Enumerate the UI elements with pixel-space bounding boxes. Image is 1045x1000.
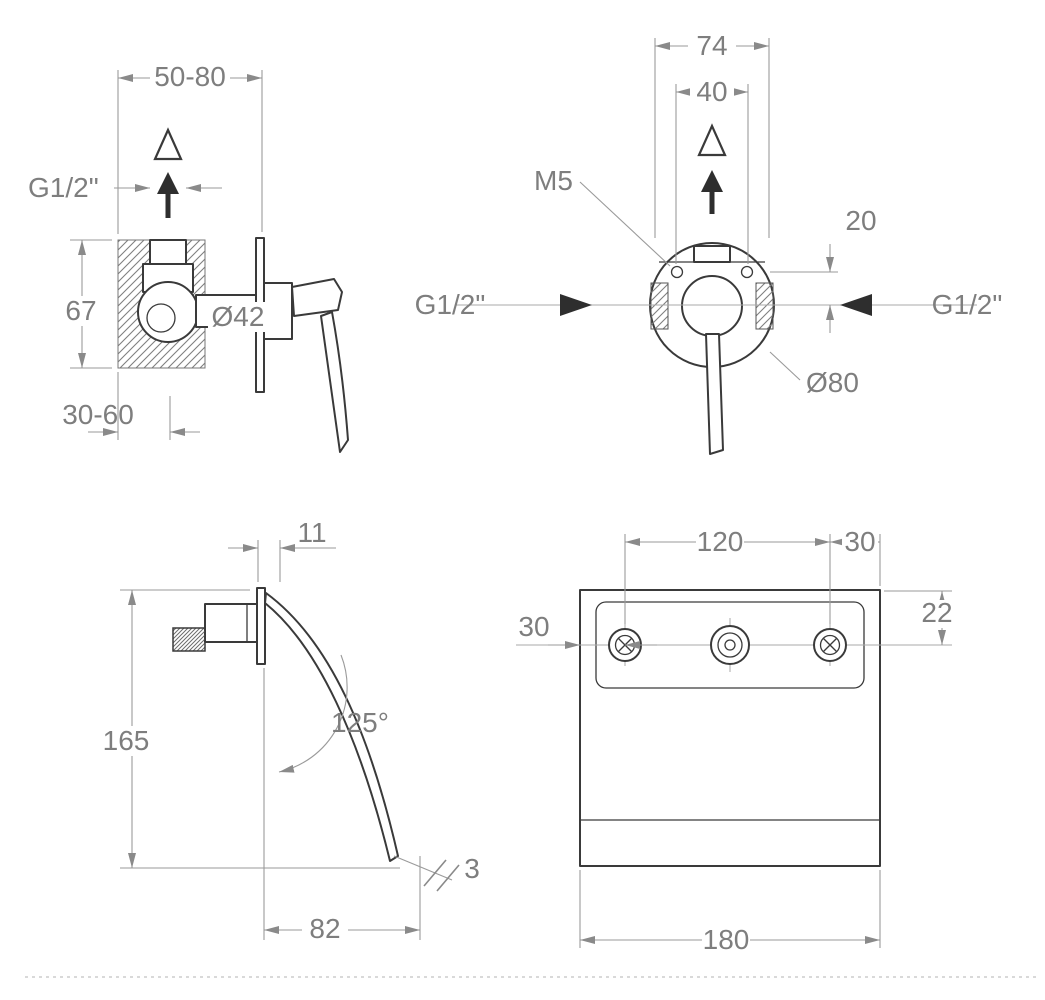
handle-lever xyxy=(320,311,349,453)
valve-front-drawing xyxy=(455,242,977,455)
outlet-direction-arrow-icon xyxy=(153,127,183,161)
dim-spout-reach: 82 xyxy=(309,913,340,944)
handle-grip xyxy=(291,278,343,317)
handle-lever-front xyxy=(705,333,724,455)
dim-hole-spacing: 120 xyxy=(697,526,744,557)
screw-hole-right xyxy=(813,628,847,662)
dim-screw-spacing: 40 xyxy=(696,76,727,107)
mounting-lug-right xyxy=(755,282,774,330)
dim-plate-projection: 11 xyxy=(297,517,326,548)
screw-hole-right xyxy=(740,265,754,279)
dim-top-offset: 22 xyxy=(921,597,952,628)
dim-screw-thread-label: M5 xyxy=(534,165,573,196)
view-valve-side-section: 50-80 G1/2" 67 Ø42 30-60 xyxy=(28,61,349,453)
dim-tip-thickness: 3 xyxy=(464,853,480,884)
flow-direction-icons-right xyxy=(560,123,872,316)
inlet-arrow-right-icon xyxy=(840,294,872,316)
dim-mounting-depth-range: 30-60 xyxy=(62,399,134,430)
dim-thread-left-label: G1/2" xyxy=(415,289,486,320)
dim-right-margin: 30 xyxy=(844,526,875,557)
spout-body xyxy=(204,603,258,643)
cartridge-circle xyxy=(681,275,743,337)
mounting-lug-left xyxy=(650,282,669,330)
dim-body-diameter: Ø42 xyxy=(212,301,265,332)
flow-up-arrow-icon xyxy=(157,172,179,194)
outlet-direction-arrow-icon xyxy=(697,123,727,157)
dim-spout-height: 165 xyxy=(103,725,150,756)
spout-dimension-lines xyxy=(120,540,460,940)
dim-valve-height: 67 xyxy=(65,295,96,326)
waterfall-spout-curve xyxy=(264,592,399,862)
wall-plate-edge xyxy=(256,587,266,665)
dim-plate-width: 180 xyxy=(703,924,750,955)
view-spout-side: 11 165 125° 3 82 xyxy=(100,517,480,944)
valve-spindle-hole xyxy=(710,625,750,665)
plate-drawing xyxy=(516,589,952,867)
dim-thread-right-label: G1/2" xyxy=(932,289,1003,320)
dim-left-margin: 30 xyxy=(518,611,549,642)
top-bracket xyxy=(693,245,731,263)
dim-inlet-thread-label: G1/2" xyxy=(28,172,99,203)
inlet-arrow-left-icon xyxy=(560,294,592,316)
flow-up-arrow-icon xyxy=(701,170,723,192)
screw-hole-left xyxy=(670,265,684,279)
view-valve-front: 74 40 M5 20 G1/2" G1/2" Ø80 xyxy=(415,30,1003,455)
handle-escutcheon xyxy=(263,282,293,340)
dim-outer-width: 74 xyxy=(696,30,727,61)
dim-screw-offset: 20 xyxy=(845,205,876,236)
valve-front-dimension-lines xyxy=(579,38,838,381)
threaded-connector xyxy=(172,627,206,652)
dim-wall-thickness-range: 50-80 xyxy=(154,61,226,92)
view-plate-front: 120 30 30 22 180 xyxy=(516,526,956,955)
spout-drawing xyxy=(172,587,399,862)
flow-direction-icons-left xyxy=(153,127,183,218)
dim-spout-angle: 125° xyxy=(331,707,389,738)
dim-front-diameter: Ø80 xyxy=(806,367,859,398)
